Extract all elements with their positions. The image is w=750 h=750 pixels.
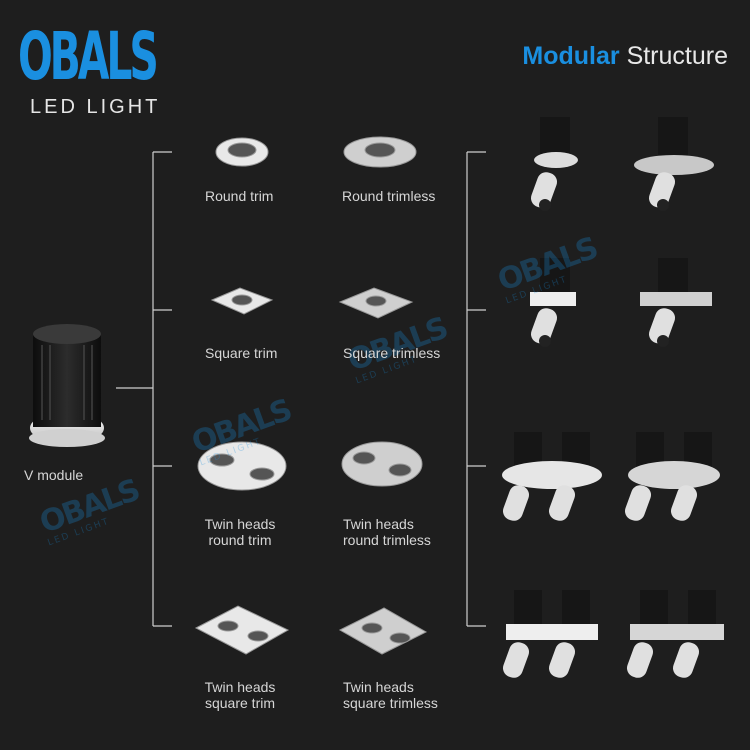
trim-label: Square trim — [205, 345, 278, 361]
trim-label: Square trimless — [343, 345, 441, 361]
trim-label: Round trim — [205, 188, 274, 204]
page-title: Modular Structure — [522, 42, 728, 71]
title-accent: Modular — [522, 42, 620, 70]
title-rest: Structure — [626, 42, 728, 70]
v-module-label: V module — [24, 467, 84, 483]
trim-label: Round trimless — [342, 188, 436, 204]
brand-logo-subtitle: LED LIGHT — [30, 96, 161, 118]
